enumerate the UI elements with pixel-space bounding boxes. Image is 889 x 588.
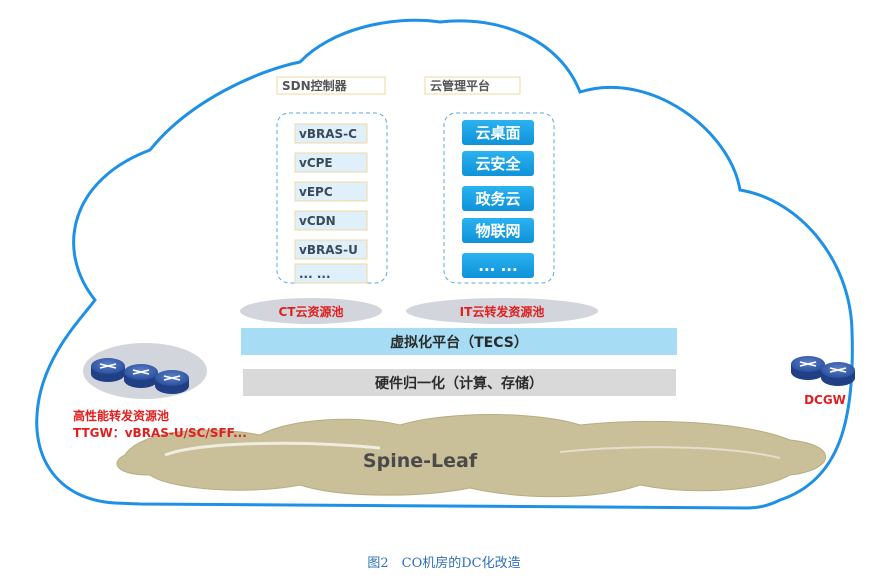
spine-leaf-cloud <box>116 414 827 498</box>
vnf-container <box>276 112 388 284</box>
vnf-item-label: vBRAS-C <box>299 127 357 141</box>
app-item-box <box>462 151 534 176</box>
high-perf-detail: TTGW：vBRAS-U/SC/SFF... <box>73 426 247 440</box>
sdn-controller-label: SDN控制器 <box>282 78 348 93</box>
ct-pool-label: CT云资源池 <box>279 304 344 319</box>
vnf-item-box <box>294 263 368 284</box>
app-item-label: 云安全 <box>475 155 521 173</box>
it-pool-ellipse <box>406 298 598 324</box>
ct-pool-ellipse <box>240 298 382 324</box>
figure-caption: 图2 CO机房的DC化改造 <box>367 555 520 571</box>
vnf-item-box <box>294 181 368 202</box>
virtualization-bar <box>241 328 677 355</box>
virtualization-label: 虚拟化平台（TECS） <box>390 334 528 351</box>
hardware-label: 硬件归一化（计算、存储） <box>375 375 543 392</box>
it-pool-label: IT云转发资源池 <box>460 304 545 319</box>
high-perf-title: 高性能转发资源池 <box>73 408 169 423</box>
vnf-item-box <box>294 152 368 173</box>
app-item-box <box>462 120 534 145</box>
cloud-mgmt-label: 云管理平台 <box>430 78 490 93</box>
app-container <box>443 112 555 284</box>
app-item-box <box>462 253 534 278</box>
sdn-controller-label-box <box>276 76 386 95</box>
vnf-list: vBRAS-C vCPE vEPC vCDN vBRAS-U ... ... <box>294 123 368 284</box>
app-item-box <box>462 218 534 243</box>
dcgw-router-icon <box>791 356 855 386</box>
vnf-item-label: vEPC <box>299 185 333 199</box>
app-item-label: 物联网 <box>475 222 520 240</box>
cloud-mgmt-label-box <box>424 76 521 95</box>
vnf-item-label: vCDN <box>299 214 336 228</box>
router-icon <box>91 358 189 394</box>
app-item-label: 云桌面 <box>475 124 520 142</box>
app-item-label: 政务云 <box>475 190 520 208</box>
vnf-item-label: vBRAS-U <box>299 243 358 257</box>
app-item-box <box>462 186 534 211</box>
dcgw-label: DCGW <box>804 393 846 407</box>
vnf-item-box <box>294 239 368 260</box>
vnf-item-box <box>294 123 368 144</box>
vnf-item-box <box>294 210 368 231</box>
vnf-item-label: ... ... <box>299 267 331 281</box>
spine-leaf-label: Spine-Leaf <box>363 450 478 472</box>
hardware-bar <box>243 369 676 396</box>
vnf-item-label: vCPE <box>299 156 333 170</box>
app-item-label: ... ... <box>478 257 517 275</box>
